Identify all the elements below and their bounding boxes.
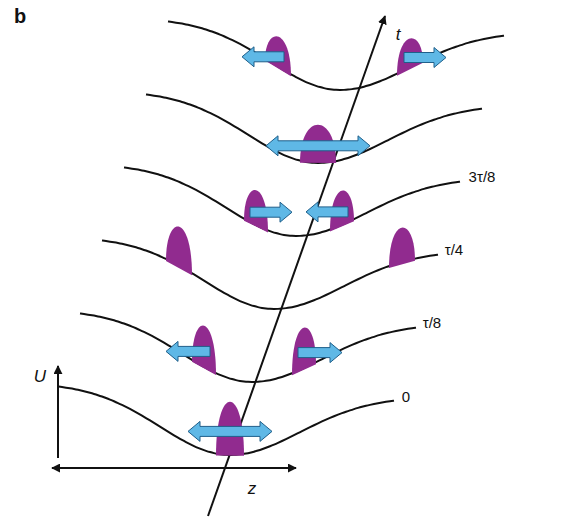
panel-letter: b bbox=[14, 6, 26, 26]
atom-cloud bbox=[166, 227, 192, 276]
velocity-arrow bbox=[306, 202, 348, 222]
potential-curve bbox=[102, 241, 438, 309]
atom-cloud bbox=[389, 228, 415, 268]
axis-label: z bbox=[248, 480, 257, 497]
velocity-arrow bbox=[242, 47, 284, 67]
velocity-arrow bbox=[298, 343, 342, 363]
velocity-arrow bbox=[266, 136, 370, 156]
potential-curve bbox=[80, 314, 416, 382]
velocity-arrow bbox=[188, 421, 272, 441]
potential-curve bbox=[124, 168, 460, 236]
velocity-arrow bbox=[250, 202, 292, 222]
time-label: 3τ/8 bbox=[469, 169, 496, 184]
velocity-arrow bbox=[404, 48, 446, 68]
potential-curve bbox=[168, 22, 504, 90]
time-label: τ/4 bbox=[445, 242, 463, 257]
axis-label: U bbox=[34, 368, 46, 385]
position-axis bbox=[52, 467, 296, 469]
time-label: 0 bbox=[402, 389, 410, 404]
potential-curve bbox=[58, 387, 394, 455]
time-axis bbox=[208, 16, 385, 516]
potential-curve bbox=[146, 95, 482, 163]
time-label: τ/8 bbox=[423, 315, 441, 330]
axis-label: t bbox=[396, 26, 401, 43]
velocity-arrow bbox=[166, 341, 210, 361]
energy-axis bbox=[57, 366, 59, 458]
